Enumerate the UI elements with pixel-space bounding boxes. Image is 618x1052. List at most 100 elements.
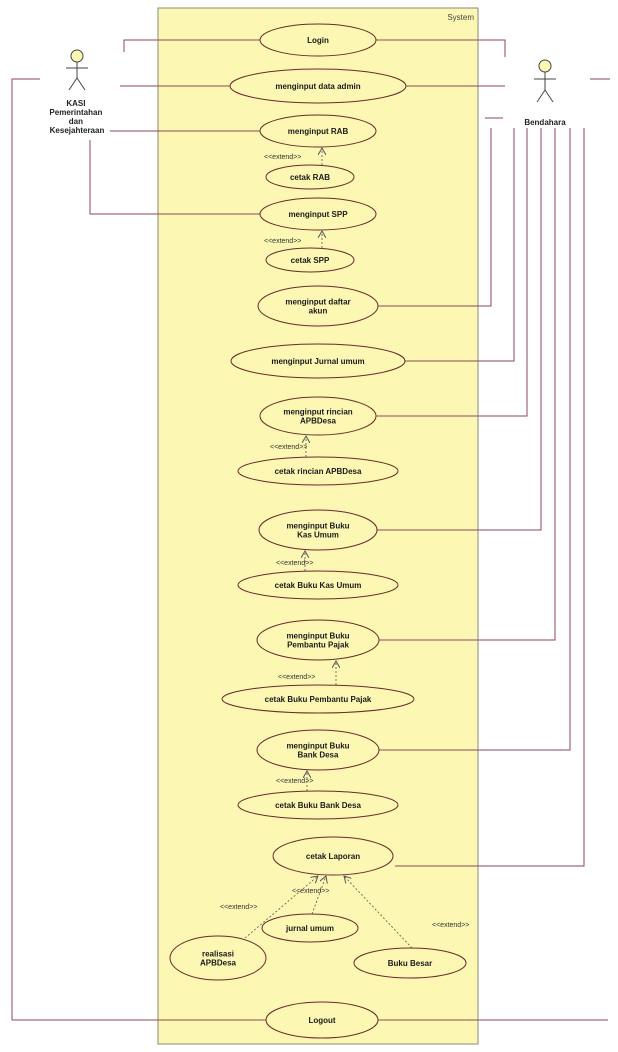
- use-case-label: Logout: [308, 1016, 335, 1025]
- use-case-label: Buku Besar: [388, 959, 432, 968]
- use-case-label: menginput RAB: [288, 127, 349, 136]
- extend-cetak-spp-label: <<extend>>: [264, 238, 301, 245]
- use-case-label: cetak SPP: [291, 256, 330, 265]
- use-case-label: menginput SPP: [288, 210, 348, 219]
- actor-bendahara[interactable]: Bendahara: [524, 59, 566, 127]
- svg-text:cetak Buku Pembantu Pajak: cetak Buku Pembantu Pajak: [265, 695, 372, 704]
- use-case-label: APBDesa: [200, 959, 237, 968]
- svg-text:menginput Jurnal umum: menginput Jurnal umum: [271, 357, 364, 366]
- extend-jurnal-umum: [311, 876, 326, 915]
- use-case-label: jurnal umum: [285, 924, 334, 933]
- use-case-spp[interactable]: menginput SPP: [259, 197, 377, 231]
- use-case-jurnal[interactable]: menginput Jurnal umum: [230, 343, 406, 379]
- use-case-data-admin[interactable]: menginput data admin: [229, 68, 407, 104]
- svg-text:Login: Login: [307, 36, 329, 45]
- use-case-cetak-spp[interactable]: cetak SPP: [265, 247, 355, 273]
- use-case-label: menginput Buku: [286, 632, 349, 641]
- use-case-label: cetak Buku Kas Umum: [275, 581, 362, 590]
- use-case-jurnal-umum[interactable]: jurnal umum: [261, 913, 359, 943]
- assoc-bendahara-2: [376, 128, 528, 417]
- use-case-cetak-bpp[interactable]: cetak Buku Pembantu Pajak: [221, 684, 415, 714]
- use-case-label: Pembantu Pajak: [287, 641, 349, 650]
- use-case-label: cetak rincian APBDesa: [275, 467, 362, 476]
- extend-realisasi-label: <<extend>>: [220, 904, 257, 911]
- use-case-label: cetak Laporan: [306, 852, 360, 861]
- svg-text:cetak Buku Bank Desa: cetak Buku Bank Desa: [275, 801, 361, 810]
- use-case-logout[interactable]: Logout: [265, 1001, 379, 1039]
- extend-cetak-rab-label: <<extend>>: [264, 154, 301, 161]
- extend-cetak-bpp-label: <<extend>>: [278, 674, 315, 681]
- extend-jurnal-umum-label: <<extend>>: [292, 888, 329, 895]
- assoc-bendahara-6: [395, 128, 585, 867]
- use-case-label: menginput Buku: [286, 742, 349, 751]
- extend-buku-besar: [344, 876, 413, 949]
- stick-figure-icon: [66, 49, 88, 91]
- svg-text:menginput RAB: menginput RAB: [288, 127, 349, 136]
- actor-kasi[interactable]: KASI Pemerintahan dan Kesejahteraan: [49, 49, 104, 135]
- use-case-label: Login: [307, 36, 329, 45]
- extend-buku-besar-label: <<extend>>: [432, 922, 469, 929]
- svg-text:KASI Pemerintahan: KASI Pemerintahan dan Kesejahteraan: [49, 99, 104, 135]
- use-case-label: APBDesa: [300, 417, 337, 426]
- svg-text:cetak RAB: cetak RAB: [290, 173, 330, 182]
- actor-bendahara-label: Bendahara: [524, 118, 566, 127]
- use-case-label: menginput Buku: [286, 522, 349, 531]
- assoc-bendahara-4: [379, 128, 556, 641]
- actor-kasi-label-4: Kesejahteraan: [50, 126, 105, 135]
- use-case-laporan[interactable]: cetak Laporan: [272, 836, 394, 876]
- svg-text:Buku Besar: Buku Besar: [388, 959, 432, 968]
- association-lines: [11, 39, 610, 1021]
- use-case-buku-besar[interactable]: Buku Besar: [353, 947, 467, 979]
- svg-text:jurnal umum: jurnal umum: [285, 924, 334, 933]
- use-case-label: cetak Buku Pembantu Pajak: [265, 695, 372, 704]
- use-case-rab[interactable]: menginput RAB: [259, 114, 377, 148]
- system-label: System: [447, 13, 474, 22]
- use-case-label: menginput daftar: [285, 298, 350, 307]
- extend-cetak-bank-label: <<extend>>: [276, 778, 313, 785]
- assoc-bendahara-3: [377, 128, 542, 531]
- svg-text:cetak Laporan: cetak Laporan: [306, 852, 360, 861]
- use-case-label: menginput rincian: [283, 408, 352, 417]
- assoc-bendahara-5: [379, 128, 571, 751]
- svg-text:Logout: Logout: [308, 1016, 335, 1025]
- use-case-label: Bank Desa: [298, 751, 339, 760]
- use-case-login[interactable]: Login: [259, 23, 377, 57]
- extend-cetak-rincian-label: <<extend>>: [270, 444, 307, 451]
- use-case-label: realisasi: [202, 950, 234, 959]
- use-case-cetak-rincian[interactable]: cetak rincian APBDesa: [237, 456, 399, 486]
- actor-kasi-label-3: dan: [69, 117, 83, 126]
- assoc-bendahara-1: [405, 128, 515, 362]
- use-case-label: menginput data admin: [275, 82, 360, 91]
- use-case-label: cetak RAB: [290, 173, 330, 182]
- use-case-cetak-rab[interactable]: cetak RAB: [265, 164, 355, 190]
- use-case-label: Kas Umum: [297, 531, 339, 540]
- assoc-bendahara-0: [378, 128, 492, 307]
- assoc-kasi-login: [123, 39, 260, 52]
- use-cases: Login menginput data admin menginput RAB ce…: [169, 23, 467, 1039]
- assoc-kasi-logout-left: [11, 78, 40, 1020]
- stick-figure-icon: [534, 59, 556, 103]
- actor-kasi-label-2: Pemerintahan: [49, 108, 102, 117]
- actor-kasi-label-1: KASI: [66, 99, 85, 108]
- extend-cetak-bku-label: <<extend>>: [276, 560, 313, 567]
- assoc-kasi-spp: [89, 140, 260, 215]
- svg-text:menginput data admin: menginput data admin: [275, 82, 360, 91]
- assoc-bendahara-login: [376, 39, 506, 57]
- use-case-cetak-bku[interactable]: cetak Buku Kas Umum: [237, 570, 399, 600]
- use-case-cetak-bank[interactable]: cetak Buku Bank Desa: [237, 790, 399, 820]
- use-case-label: cetak Buku Bank Desa: [275, 801, 361, 810]
